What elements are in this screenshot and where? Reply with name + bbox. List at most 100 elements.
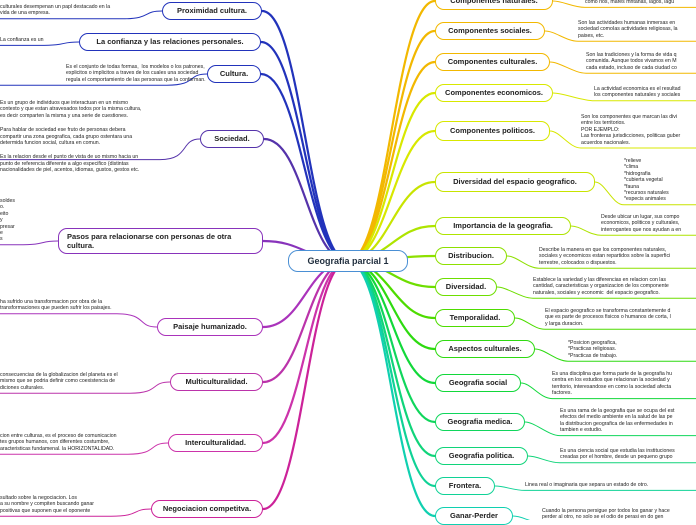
note-line: sociedad comoIas actividades religiosas,… — [578, 26, 678, 33]
note-line: *Practicas religiosas. — [568, 346, 617, 353]
topic-label: Diversidad. — [445, 282, 487, 292]
topic-label: Frontera. — [448, 481, 482, 491]
branch-line — [0, 240, 59, 246]
note-line: regula el comportamiento de las personas… — [66, 76, 206, 83]
branch-line — [496, 286, 696, 299]
note-line: presar — [0, 223, 15, 230]
topic-label: Diversidad del espacio geografico. — [453, 177, 577, 187]
topic-node-right-7[interactable]: Distribucion. — [435, 247, 507, 265]
note-line: La confianza es un — [0, 37, 44, 43]
note-right-15: Cuando la persona persigue por todos los… — [542, 508, 670, 521]
note-line: los componentes naturales y sociales — [594, 92, 681, 99]
topic-node-right-12[interactable]: Geografia medica. — [435, 413, 525, 431]
topic-node-right-14[interactable]: Frontera. — [435, 477, 495, 495]
branch-line — [552, 92, 696, 102]
note-line: *Posicion geografica, — [568, 340, 617, 346]
note-line: consecuencias de la globalizacion del pl… — [0, 372, 118, 378]
topic-node-left-5[interactable]: Paisaje humanizado. — [157, 318, 263, 336]
branch-line — [0, 41, 80, 46]
note-line: Las fronteras jurisdicciones, politicas … — [581, 133, 681, 140]
topic-label: Geografia social — [448, 378, 508, 388]
branch-line — [0, 138, 201, 161]
topic-node-right-15[interactable]: Ganar-Perder — [435, 507, 513, 525]
note-line: Cuando la persona persigue por todos los… — [542, 508, 670, 514]
topic-node-right-4[interactable]: Componentes politicos. — [435, 121, 550, 141]
note-line: tambien e estudio. — [560, 427, 603, 434]
topic-node-right-1[interactable]: Componentes sociales. — [435, 22, 545, 40]
note-line: e — [0, 230, 3, 237]
note-line: o. — [0, 204, 5, 211]
note-right-10: *Posicion geografica,*Practicas religios… — [568, 340, 617, 359]
topic-node-right-9[interactable]: Temporalidad. — [435, 309, 515, 327]
note-line: *clima — [624, 164, 639, 171]
note-line: como rios, mares mntanas, lagos, lagu — [585, 0, 675, 5]
topic-node-left-3[interactable]: Sociedad. — [200, 130, 264, 148]
topic-node-left-6[interactable]: Multiculturalidad. — [170, 373, 263, 391]
branch-line — [549, 61, 696, 74]
topic-label: Aspectos culturales. — [448, 344, 522, 354]
note-line: *especis animales — [624, 196, 666, 203]
topic-node-right-10[interactable]: Aspectos culturales. — [435, 340, 535, 358]
topic-node-right-3[interactable]: Componentes economicos. — [435, 84, 553, 102]
topic-node-left-2[interactable]: Cultura. — [207, 65, 261, 83]
topic-label: Geografia politica. — [448, 451, 515, 461]
topic-node-right-13[interactable]: Geografia politica. — [435, 447, 528, 465]
note-line: *recursos naturales — [624, 190, 669, 197]
note-line: creadas por el hombre, desde un pequeno … — [560, 454, 673, 461]
note-line: POR EJEMPLO: — [581, 126, 620, 133]
note-line: eito — [0, 210, 9, 217]
branch-line — [549, 130, 696, 149]
branch-line — [514, 317, 696, 330]
note-right-9: El espacio geografico se transforma cons… — [545, 308, 671, 327]
branch-line — [261, 259, 350, 445]
note-right-14: Linea real o imaginaria que separa un es… — [525, 482, 648, 488]
topic-node-right-5[interactable]: Diversidad del espacio geografico. — [435, 172, 595, 192]
note-line: Son las tradiciones y la forma de vida q — [586, 52, 677, 58]
topic-node-right-6[interactable]: Importancia de la geografia. — [435, 217, 571, 235]
note-line: vida de una empresa. — [0, 10, 50, 17]
topic-node-right-2[interactable]: Componentes culturales. — [435, 53, 550, 71]
branch-line — [0, 313, 158, 328]
topic-label: Pasos para relacionarse con personas de … — [67, 232, 232, 250]
topic-node-right-0[interactable]: Componentes naturales. — [435, 0, 553, 10]
note-line: y — [0, 217, 3, 224]
note-line: Es un grupo de individuos que interactua… — [0, 100, 129, 106]
branch-line — [346, 259, 437, 518]
note-right-0: como rios, mares mntanas, lagos, lagu — [585, 0, 674, 5]
topic-node-left-4[interactable]: Pasos para relacionarse con personas de … — [58, 228, 263, 254]
note-line: economicos, politicos y culturales, — [601, 220, 680, 227]
note-line: tes grupos humanos, con diferentes costu… — [0, 439, 110, 446]
topic-label: Cultura. — [219, 69, 249, 79]
topic-node-left-1[interactable]: La confianza y las relaciones personales… — [79, 33, 261, 51]
note-line: naturales, sociales y economic del espac… — [533, 289, 660, 296]
note-line: cada estado, incluso de cada ciudad co — [586, 64, 677, 71]
note-line: explicitos o implicitos a traves de los … — [66, 70, 199, 77]
topic-node-right-11[interactable]: Geografia social — [435, 374, 521, 392]
note-line: cion entre culturas, es el proceso de co… — [0, 433, 117, 439]
branch-line — [259, 40, 350, 263]
note-left-3: Es un grupo de individuos que interactua… — [0, 100, 141, 174]
topic-node-left-7[interactable]: Interculturalidad. — [168, 434, 263, 452]
branch-line — [534, 348, 696, 362]
topic-node-left-0[interactable]: Proximidad cultura. — [162, 2, 262, 20]
topic-label: Temporalidad. — [449, 313, 501, 323]
central-topic-label: Geografia parcial 1 — [307, 256, 389, 266]
note-line: nacionalidades de piel, acentos, idiomas… — [0, 167, 140, 174]
note-line: a su nombre y compiten buscando ganar — [0, 501, 95, 508]
branch-line — [261, 259, 350, 384]
note-line: interrogantes que nos ayudan a en — [601, 226, 682, 233]
note-line: contexto y que estan atravesados todos p… — [0, 106, 142, 113]
topic-node-left-8[interactable]: Negociacion competitva. — [151, 500, 263, 518]
note-line: Describe la manera en que los componente… — [539, 247, 667, 253]
branch-line — [261, 259, 350, 511]
note-left-1: La confianza es un — [0, 37, 44, 43]
branch-line — [346, 259, 437, 385]
branch-line — [0, 508, 152, 517]
branch-line — [260, 9, 350, 263]
central-topic[interactable]: Geografia parcial 1 — [288, 250, 408, 272]
note-line: Linea real o imaginaria que separa un es… — [525, 482, 649, 488]
topic-node-right-8[interactable]: Diversidad. — [435, 278, 497, 296]
